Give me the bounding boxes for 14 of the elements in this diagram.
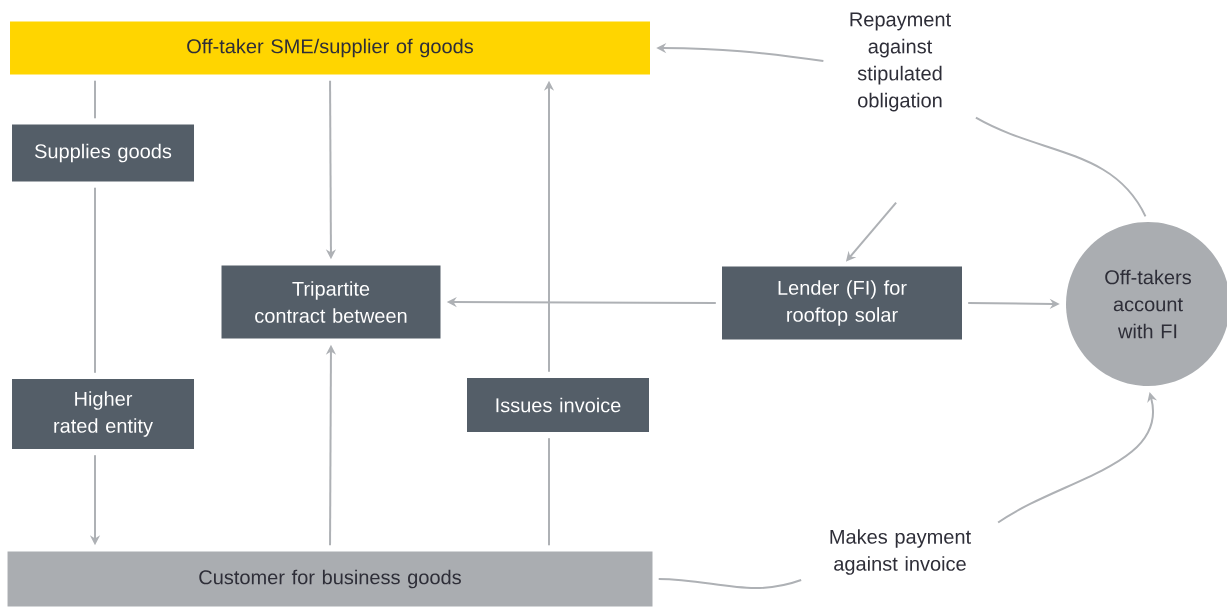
process-box: Supplies goods (12, 124, 194, 182)
step-text: Repayment against stipulated obligation (850, 12, 951, 112)
process-box: Higher rated entity (12, 379, 194, 449)
customer-bar: Customer for business goods (7, 551, 653, 607)
title-band: Off-taker SME/supplier of goods (10, 21, 650, 75)
step-text: Makes payment against invoice (830, 529, 971, 575)
process-box: Issues invoice (467, 378, 649, 432)
connector-line (548, 437, 550, 547)
process-box: Tripartite contract between (221, 265, 441, 339)
connector-line (974, 116, 1147, 218)
connector-line (94, 79, 96, 120)
connector-line (94, 186, 96, 374)
process-box: Lender (FI) for rooftop solar (722, 266, 962, 340)
connector-line (657, 578, 803, 590)
